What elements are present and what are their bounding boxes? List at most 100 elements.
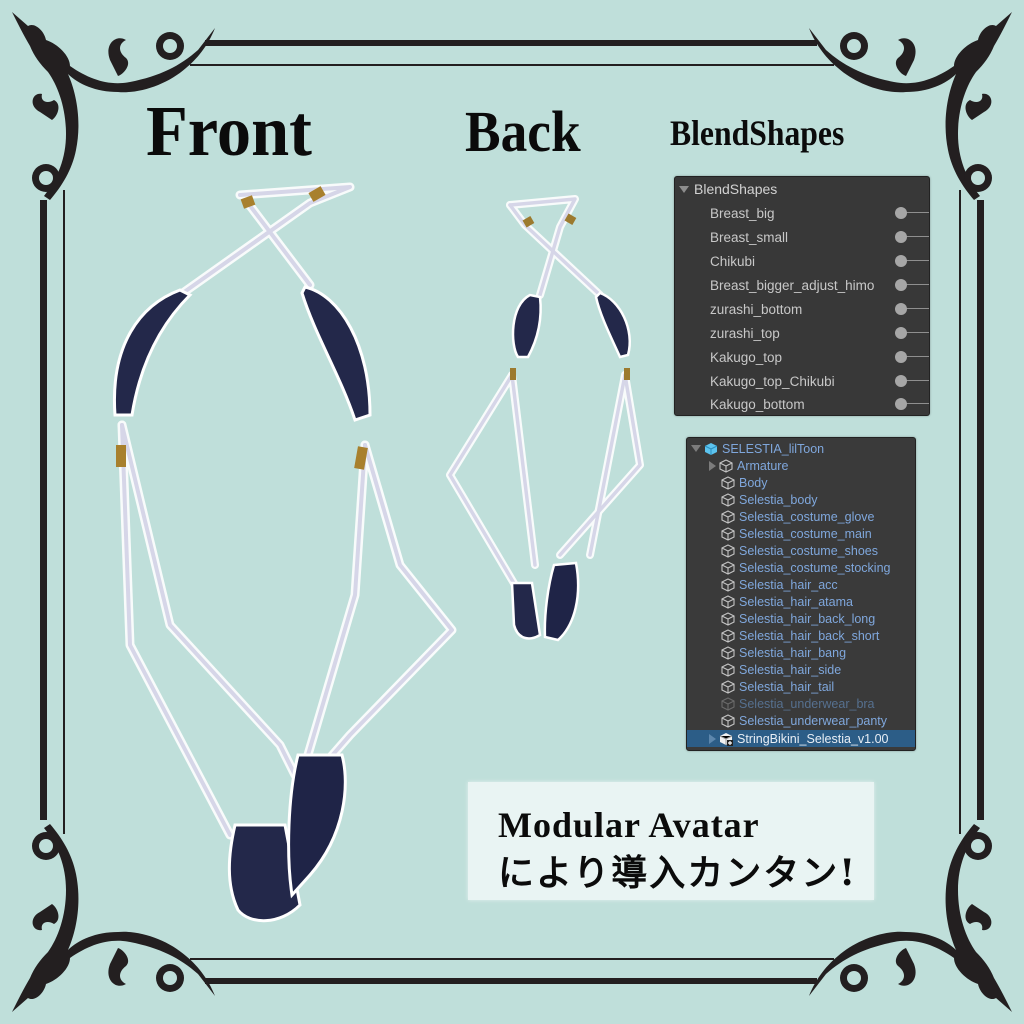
frame-top-inner bbox=[190, 64, 834, 66]
frame-right-inner bbox=[959, 190, 961, 834]
hierarchy-item-label: Selestia_costume_main bbox=[739, 526, 872, 541]
hierarchy-item[interactable]: Selestia_hair_back_long bbox=[721, 610, 915, 627]
blendshape-label: Kakugo_top_Chikubi bbox=[710, 373, 835, 389]
foldout-arrow-icon bbox=[679, 185, 689, 193]
hierarchy-item[interactable]: Selestia_costume_stocking bbox=[721, 559, 915, 576]
blendshape-slider[interactable] bbox=[895, 278, 929, 292]
slider-knob-icon[interactable] bbox=[895, 207, 907, 219]
hierarchy-panel: SELESTIA_lilToon Armature Body Selestia_… bbox=[686, 437, 916, 751]
hierarchy-item[interactable]: Selestia_hair_atama bbox=[721, 593, 915, 610]
frame-left-outer bbox=[40, 200, 47, 820]
hierarchy-item-label: Selestia_hair_back_long bbox=[739, 611, 876, 626]
hierarchy-item-label: Selestia_body bbox=[739, 492, 818, 507]
blendshape-row: zurashi_bottom bbox=[710, 297, 929, 321]
prefab-cube-icon bbox=[704, 442, 718, 455]
frame-bottom-inner bbox=[190, 958, 834, 960]
blendshape-row: Kakugo_top bbox=[710, 345, 929, 369]
slider-knob-icon[interactable] bbox=[895, 351, 907, 363]
gameobject-cube-icon bbox=[721, 611, 735, 626]
blendshape-row: Kakugo_bottom bbox=[710, 392, 929, 416]
gameobject-cube-icon bbox=[721, 713, 735, 728]
hierarchy-item[interactable]: Selestia_costume_main bbox=[721, 525, 915, 542]
blendshape-label: zurashi_bottom bbox=[710, 301, 803, 317]
hierarchy-item-label: Selestia_costume_glove bbox=[739, 509, 875, 524]
gameobject-cube-icon bbox=[721, 696, 735, 711]
hierarchy-item[interactable]: Selestia_hair_side bbox=[721, 661, 915, 678]
hierarchy-item[interactable]: Selestia_hair_bang bbox=[721, 644, 915, 661]
hierarchy-item-label: StringBikini_Selestia_v1.00 bbox=[737, 731, 889, 746]
hierarchy-item-label: Selestia_hair_bang bbox=[739, 645, 847, 660]
heading-blendshapes: BlendShapes bbox=[670, 113, 845, 153]
frame-bottom-outer bbox=[205, 978, 817, 984]
blendshape-label: Breast_small bbox=[710, 229, 789, 245]
gameobject-cube-icon bbox=[721, 526, 735, 541]
hierarchy-item[interactable]: Armature bbox=[709, 457, 915, 474]
callout-line2: により導入カンタン! bbox=[498, 852, 858, 894]
blendshape-row: Breast_bigger_adjust_himo bbox=[710, 273, 929, 297]
slider-knob-icon[interactable] bbox=[895, 231, 907, 243]
frame-left-inner bbox=[63, 190, 65, 834]
blendshape-slider[interactable] bbox=[895, 326, 929, 340]
hierarchy-item[interactable]: Selestia_hair_acc bbox=[721, 576, 915, 593]
hierarchy-item[interactable]: Selestia_costume_glove bbox=[721, 508, 915, 525]
hierarchy-item-label: Selestia_underwear_bra bbox=[739, 696, 875, 711]
hierarchy-item[interactable]: Selestia_underwear_panty bbox=[721, 712, 915, 729]
blendshape-label: Kakugo_top bbox=[710, 349, 783, 365]
slider-knob-icon[interactable] bbox=[895, 255, 907, 267]
gameobject-cube-icon bbox=[721, 560, 735, 575]
hierarchy-item-label: Selestia_hair_tail bbox=[739, 679, 835, 694]
hierarchy-item-label: Selestia_hair_back_short bbox=[739, 628, 880, 643]
blendshape-slider[interactable] bbox=[895, 397, 929, 411]
slider-knob-icon[interactable] bbox=[895, 398, 907, 410]
hierarchy-item-label: Selestia_underwear_panty bbox=[739, 713, 888, 728]
hierarchy-item-selected[interactable]: StringBikini_Selestia_v1.00 bbox=[687, 730, 915, 747]
slider-knob-icon[interactable] bbox=[895, 327, 907, 339]
slider-knob-icon[interactable] bbox=[895, 303, 907, 315]
hierarchy-item-label: Selestia_hair_atama bbox=[739, 594, 853, 609]
blendshape-slider[interactable] bbox=[895, 302, 929, 316]
hierarchy-item[interactable]: Selestia_hair_tail bbox=[721, 678, 915, 695]
hierarchy-item[interactable]: Selestia_body bbox=[721, 491, 915, 508]
front-view-illustration bbox=[112, 182, 457, 923]
modular-avatar-callout: Modular Avatar により導入カンタン! bbox=[468, 782, 874, 900]
gameobject-cube-icon bbox=[721, 645, 735, 660]
blendshape-label: Chikubi bbox=[710, 253, 756, 269]
collapse-arrow-icon[interactable] bbox=[709, 460, 716, 471]
hierarchy-item-label: Selestia_hair_side bbox=[739, 662, 842, 677]
hierarchy-item[interactable]: Body bbox=[721, 474, 915, 491]
gameobject-cube-icon bbox=[721, 577, 735, 592]
slider-knob-icon[interactable] bbox=[895, 375, 907, 387]
flourish-corner-icon bbox=[809, 12, 1012, 200]
blendshape-label: Breast_big bbox=[710, 205, 775, 221]
blendshape-label: zurashi_top bbox=[710, 325, 780, 341]
blendshape-slider[interactable] bbox=[895, 254, 929, 268]
blendshape-row: Breast_small bbox=[710, 225, 929, 249]
flourish-corner-icon bbox=[12, 824, 215, 1012]
blendshape-slider[interactable] bbox=[895, 350, 929, 364]
slider-knob-icon[interactable] bbox=[895, 279, 907, 291]
heading-back: Back bbox=[465, 99, 581, 164]
frame-top-outer bbox=[205, 40, 817, 46]
blendshape-label: Breast_bigger_adjust_himo bbox=[710, 277, 875, 293]
expand-arrow-icon[interactable] bbox=[691, 445, 701, 452]
gameobject-cube-icon bbox=[721, 679, 735, 694]
gameobject-cube-icon bbox=[721, 543, 735, 558]
gameobject-cube-icon bbox=[721, 492, 735, 507]
frame-right-outer bbox=[977, 200, 984, 820]
hierarchy-item-disabled[interactable]: Selestia_underwear_bra bbox=[721, 695, 915, 712]
hierarchy-root-row[interactable]: SELESTIA_lilToon bbox=[691, 440, 915, 457]
blendshape-slider[interactable] bbox=[895, 374, 929, 388]
hierarchy-item-label: Body bbox=[739, 475, 768, 490]
blendshape-row: Kakugo_top_Chikubi bbox=[710, 369, 929, 393]
flourish-corner-icon bbox=[12, 12, 215, 200]
blendshape-slider[interactable] bbox=[895, 206, 929, 220]
blendshape-slider[interactable] bbox=[895, 230, 929, 244]
hierarchy-item[interactable]: Selestia_costume_shoes bbox=[721, 542, 915, 559]
hierarchy-item[interactable]: Selestia_hair_back_short bbox=[721, 627, 915, 644]
collapse-arrow-icon[interactable] bbox=[709, 733, 716, 744]
heading-front: Front bbox=[146, 91, 312, 171]
gameobject-cube-icon bbox=[721, 594, 735, 609]
blendshapes-foldout[interactable]: BlendShapes bbox=[679, 181, 777, 197]
hierarchy-item-label: Selestia_costume_shoes bbox=[739, 543, 878, 558]
blendshape-row: zurashi_top bbox=[710, 321, 929, 345]
